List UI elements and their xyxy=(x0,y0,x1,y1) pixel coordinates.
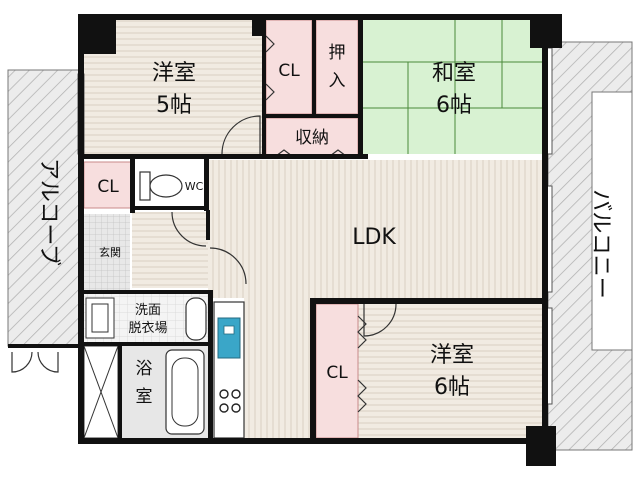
wall-hall-right xyxy=(206,210,210,240)
bathtub-fixture xyxy=(165,349,205,435)
cl-north-label: CL xyxy=(278,61,300,81)
western-south-size: 6帖 xyxy=(434,375,470,400)
door-wc xyxy=(171,211,207,247)
bath-label-2: 室 xyxy=(136,387,153,407)
ldk-floor xyxy=(208,160,548,298)
wall-inner-h1 xyxy=(82,154,368,159)
wall-wash-bottom xyxy=(82,342,212,346)
wall-entry-bottom xyxy=(82,290,212,294)
ldk-name: LDK xyxy=(352,225,396,250)
washroom-label-2: 脱衣場 xyxy=(128,320,167,336)
exterior-labels: アルコーブ バルコニー xyxy=(36,158,613,299)
column-nw xyxy=(78,14,116,54)
wall-inner-h2 xyxy=(262,114,362,118)
column-se xyxy=(526,426,556,466)
door-western-south xyxy=(363,303,397,337)
toilet-fixture xyxy=(139,171,183,201)
entrance-label: 玄関 xyxy=(99,245,121,259)
closet-entry xyxy=(83,161,133,209)
kitchen-counter xyxy=(213,301,245,439)
wall-western-south-left xyxy=(310,298,316,440)
room-labels: 洋室 5帖 和室 6帖 LDK 洋室 6帖 WC 玄関 洗面 脱衣場 浴 室 xyxy=(99,61,476,407)
hall-floor xyxy=(132,212,208,288)
western-north-name: 洋室 xyxy=(152,61,196,86)
wall-outer-left xyxy=(78,14,84,444)
wall-inner-v3 xyxy=(312,14,316,114)
alcove-label: アルコーブ xyxy=(36,158,61,266)
bath-label-1: 浴 xyxy=(136,359,153,379)
kitchen-floor xyxy=(244,298,310,438)
wall-bath-left xyxy=(118,342,122,440)
door-closet-north xyxy=(265,35,275,101)
wall-wash-right xyxy=(208,290,213,440)
wall-inner-v1 xyxy=(262,14,266,159)
wall-wc-bottom xyxy=(132,206,208,210)
column-ne xyxy=(530,14,562,48)
wall-inner-v2 xyxy=(358,14,363,159)
japanese-size: 6帖 xyxy=(436,93,472,118)
balcony-label: バルコニー xyxy=(588,189,613,299)
western-south-name: 洋室 xyxy=(430,343,474,368)
washroom-label-1: 洗面 xyxy=(135,303,161,318)
door-alcove xyxy=(11,351,59,373)
balcony-area xyxy=(547,41,633,451)
door-hall-ldk xyxy=(209,247,247,285)
storage-labels: CL 押 入 収納 CL CL xyxy=(97,43,348,383)
wc-label: WC xyxy=(185,180,204,193)
wall-outer-bottom xyxy=(78,438,548,444)
door-closet-zigzag xyxy=(357,315,367,413)
door-western-north xyxy=(221,115,261,155)
wall-wc-right xyxy=(204,159,209,211)
oshiire-label-1: 押 xyxy=(329,43,346,63)
closet-oshiire xyxy=(315,19,359,115)
japanese-room-floor xyxy=(362,20,548,154)
entrance-shoe-storage xyxy=(83,345,119,439)
wall-alcove-bottom xyxy=(8,344,80,348)
stove-burners xyxy=(219,389,241,413)
western-north-size: 5帖 xyxy=(156,93,192,118)
wall-western-south-top xyxy=(310,298,548,304)
closet-south xyxy=(315,303,359,439)
cl-entry-label: CL xyxy=(97,177,119,197)
washbasin-fixture xyxy=(85,297,207,341)
cl-south-label: CL xyxy=(326,363,348,383)
wall-cl-right xyxy=(130,159,135,213)
wall-outer-right xyxy=(542,14,548,444)
entrance-floor xyxy=(84,214,130,290)
japanese-name: 和室 xyxy=(432,61,476,86)
shuno-label: 収納 xyxy=(295,128,329,148)
alcove-area xyxy=(7,69,81,347)
oshiire-label-2: 入 xyxy=(329,71,346,91)
